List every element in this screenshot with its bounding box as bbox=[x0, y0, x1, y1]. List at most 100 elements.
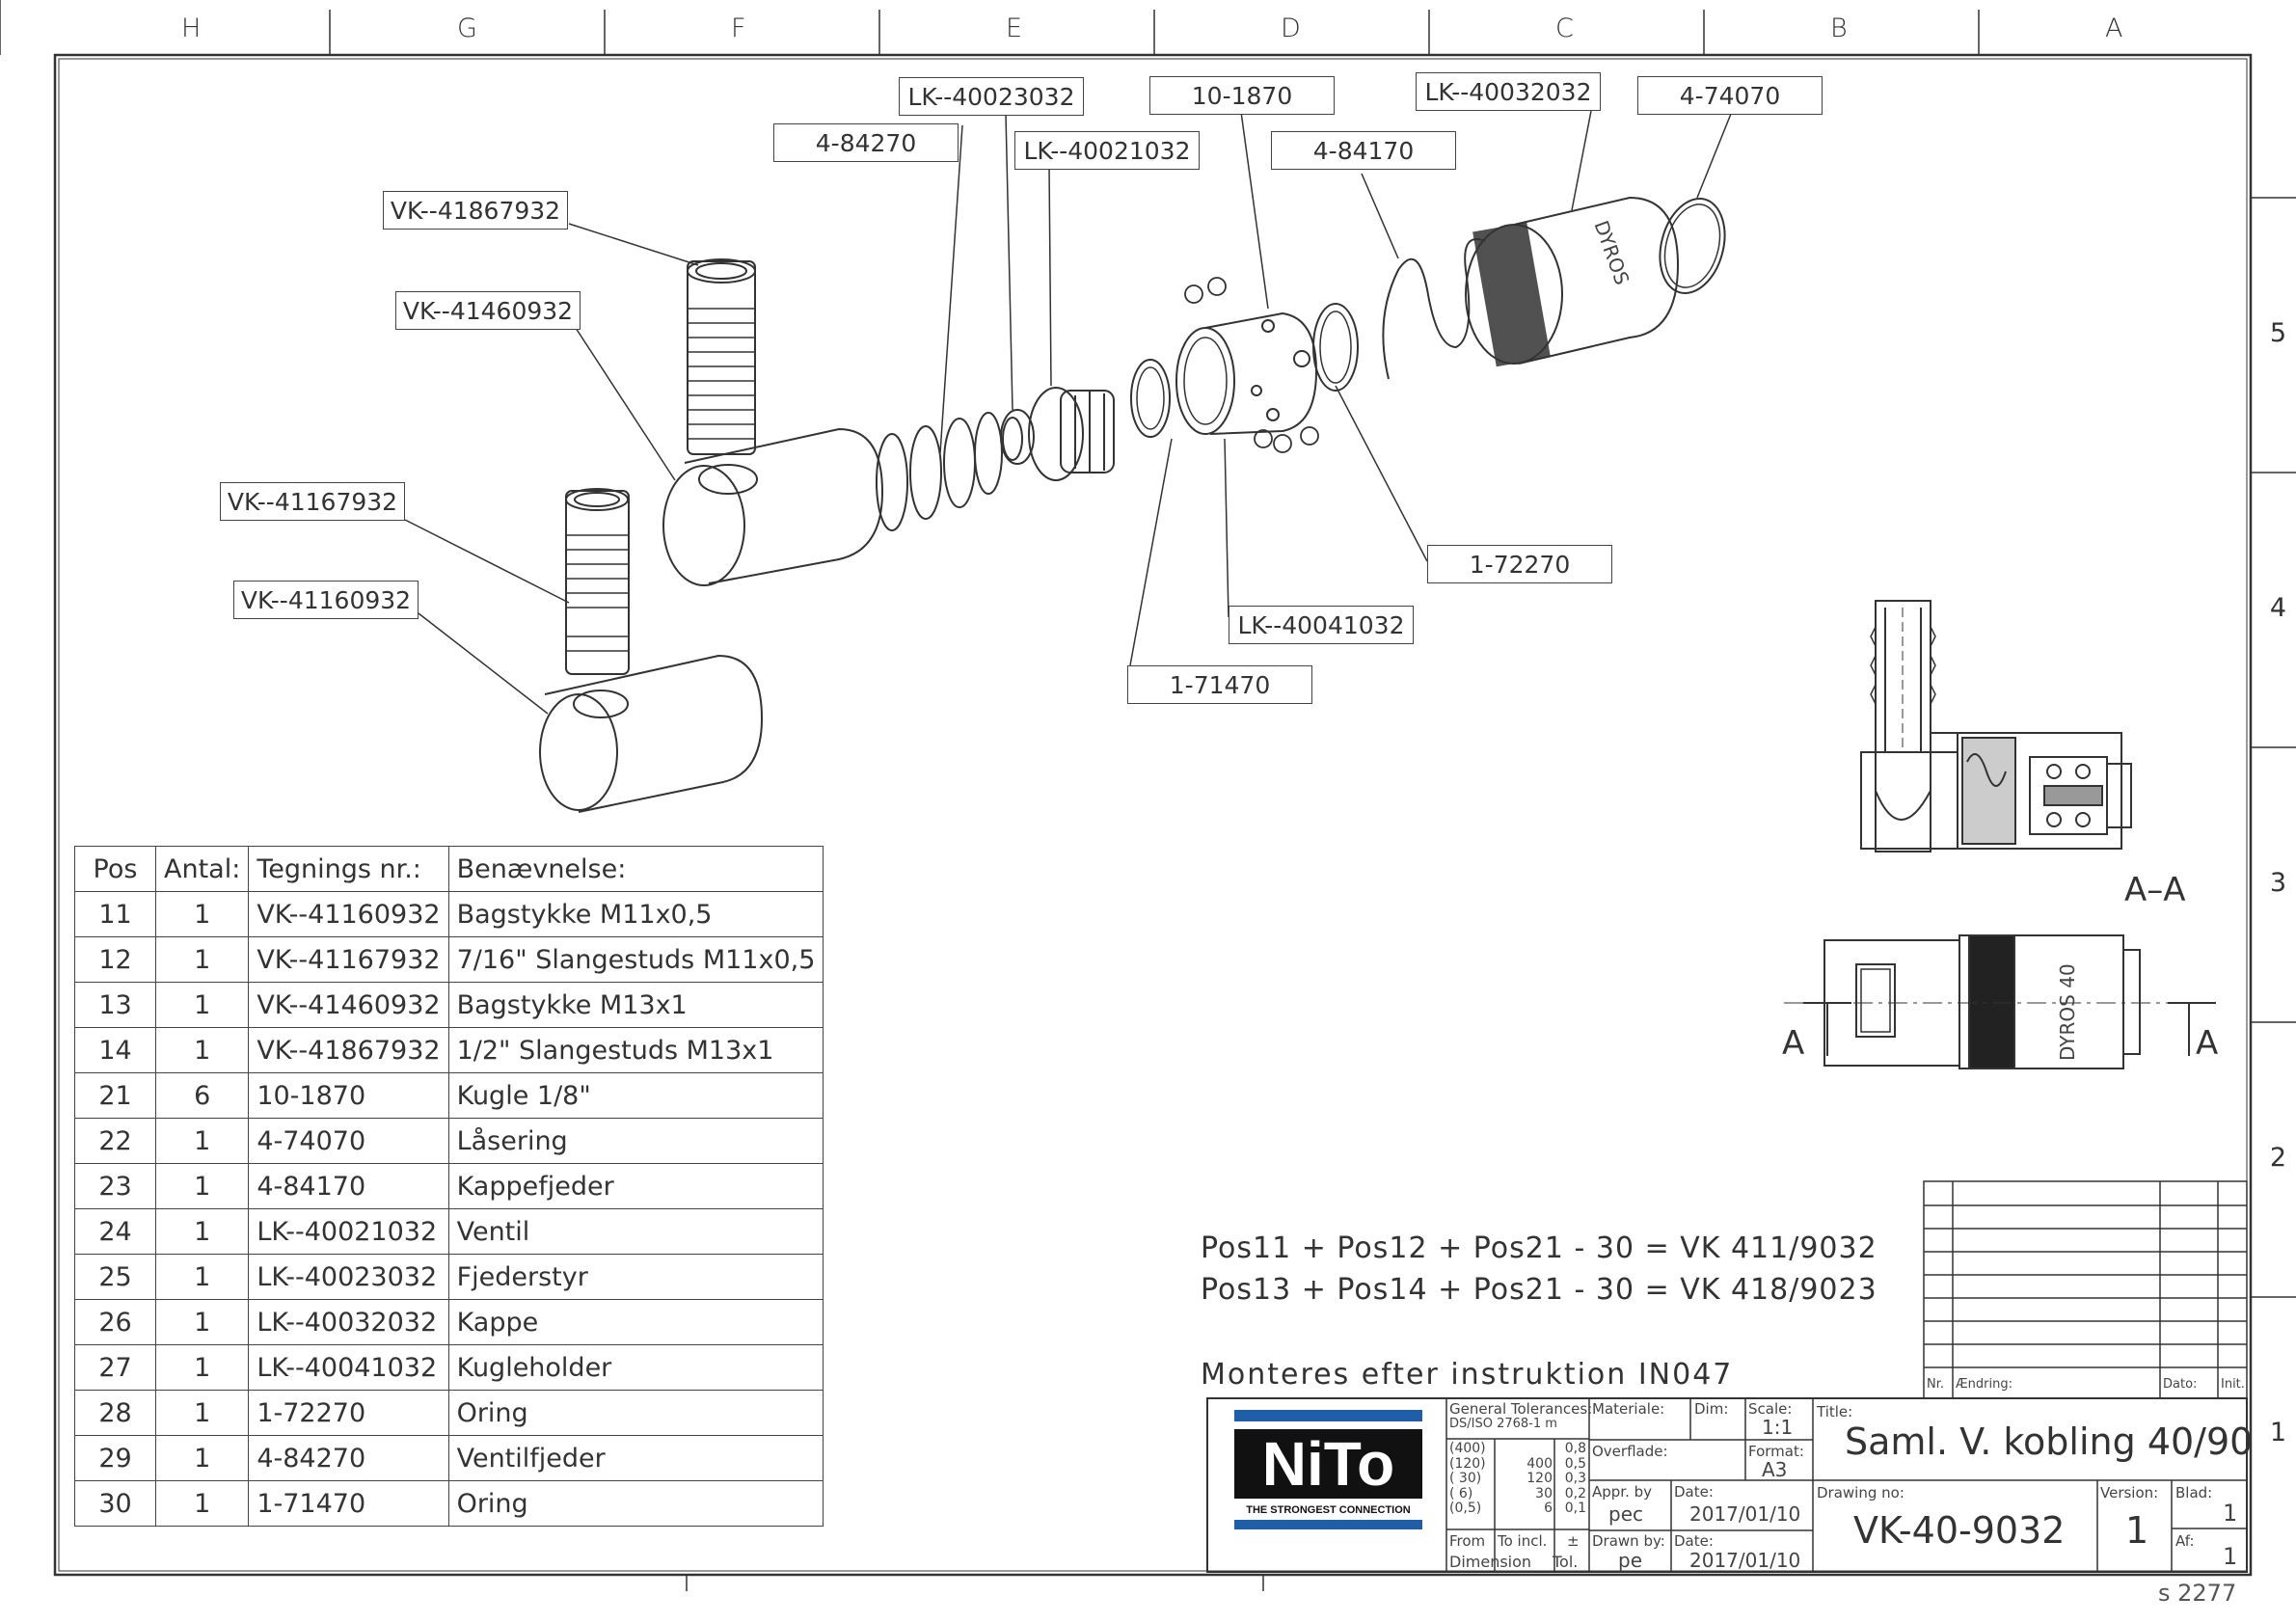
tol-to-label: To incl. bbox=[1498, 1532, 1548, 1550]
cell-antal: 1 bbox=[154, 1299, 250, 1345]
tol-from: (0,5) bbox=[1449, 1501, 1482, 1516]
callout-vk-41167932: VK--41167932 bbox=[220, 482, 405, 521]
cell-description: 1/2" Slangestuds M13x1 bbox=[447, 1027, 824, 1073]
body-large bbox=[662, 427, 884, 586]
zone-a: A bbox=[2105, 14, 2123, 43]
tol-from: (120) bbox=[1449, 1455, 1486, 1472]
instruction-note: Monteres efter instruktion IN047 bbox=[1201, 1358, 1734, 1392]
cell-drawing-no: LK--40021032 bbox=[248, 1208, 449, 1255]
callout-lk-40021032: LK--40021032 bbox=[1014, 131, 1200, 170]
cell-description: Kappefjeder bbox=[447, 1163, 824, 1209]
tol-tol-label: Tol. bbox=[1553, 1553, 1579, 1571]
header-antal: Antal: bbox=[154, 846, 250, 892]
callout-lk-40041032: LK--40041032 bbox=[1229, 606, 1414, 644]
appr-label: Appr. by bbox=[1592, 1483, 1653, 1501]
callout-4-84170: 4-84170 bbox=[1271, 131, 1456, 170]
version-label: Version: bbox=[2100, 1484, 2159, 1501]
tol-to bbox=[1495, 1442, 1553, 1457]
cell-drawing-no: LK--40023032 bbox=[248, 1254, 449, 1300]
row-3: 3 bbox=[2269, 868, 2286, 898]
cell-description: Bagstykke M13x1 bbox=[447, 982, 824, 1028]
sleeve-spring bbox=[1382, 238, 1486, 380]
callout-1-71470: 1-71470 bbox=[1127, 665, 1312, 704]
zone-b: B bbox=[1830, 14, 1848, 43]
side-view bbox=[1784, 934, 2216, 1069]
callout-4-84270: 4-84270 bbox=[773, 123, 959, 162]
cell-drawing-no: VK--41460932 bbox=[248, 982, 449, 1028]
dim-label: Dim: bbox=[1694, 1400, 1729, 1418]
cell-description: Kugleholder bbox=[447, 1344, 824, 1391]
cell-drawing-no: 1-71470 bbox=[248, 1480, 449, 1527]
cell-drawing-no: 4-74070 bbox=[248, 1118, 449, 1164]
sleeve bbox=[1465, 196, 1680, 367]
zone-e: E bbox=[1006, 14, 1023, 43]
ball-holder bbox=[1175, 311, 1318, 435]
row-5: 5 bbox=[2269, 318, 2286, 348]
callout-vk-41160932: VK--41160932 bbox=[233, 581, 419, 619]
format-value: A3 bbox=[1762, 1458, 1788, 1481]
callout-lk-40023032: LK--40023032 bbox=[899, 77, 1084, 116]
tol-to: 120 bbox=[1526, 1471, 1553, 1486]
logo-text: NiTo bbox=[1234, 1429, 1422, 1499]
callout-lk-40032032: LK--40032032 bbox=[1416, 72, 1601, 111]
cell-drawing-no: 10-1870 bbox=[248, 1072, 449, 1119]
tol-to: 6 bbox=[1544, 1501, 1553, 1516]
cell-pos: 25 bbox=[74, 1254, 156, 1300]
parts-list-header: Pos Antal: Tegnings nr.: Benævnelse: bbox=[74, 846, 824, 892]
cell-antal: 1 bbox=[154, 1254, 250, 1300]
cell-drawing-no: VK--41867932 bbox=[248, 1027, 449, 1073]
cell-description: 7/16" Slangestuds M11x0,5 bbox=[447, 936, 824, 983]
cell-drawing-no: 1-72270 bbox=[248, 1390, 449, 1436]
tol-to: 30 bbox=[1535, 1485, 1553, 1501]
cell-description: Oring bbox=[447, 1480, 824, 1527]
rev-date-label: Dato: bbox=[2163, 1377, 2198, 1392]
title-label: Title: bbox=[1817, 1403, 1853, 1420]
tol-to: 400 bbox=[1526, 1455, 1553, 1472]
cell-drawing-no: VK--41167932 bbox=[248, 936, 449, 983]
drawn-date: 2017/01/10 bbox=[1689, 1549, 1801, 1572]
tol-from: (400) bbox=[1449, 1441, 1486, 1456]
tol-label: General Tolerances: bbox=[1449, 1400, 1593, 1418]
logo-tagline: THE STRONGEST CONNECTION bbox=[1246, 1504, 1411, 1516]
cell-antal: 1 bbox=[154, 1435, 250, 1481]
drawn-date-label: Date: bbox=[1674, 1532, 1714, 1550]
cell-description: Ventilfjeder bbox=[447, 1435, 824, 1481]
cell-pos: 28 bbox=[74, 1390, 156, 1436]
cell-pos: 14 bbox=[74, 1027, 156, 1073]
hose-stud-small bbox=[565, 488, 630, 675]
cell-pos: 22 bbox=[74, 1118, 156, 1164]
cell-description: Bagstykke M11x0,5 bbox=[447, 891, 824, 937]
tol-value: 0,8 bbox=[1564, 1441, 1586, 1456]
cut-marker-left: A bbox=[1782, 1024, 1805, 1063]
cell-description: Ventil bbox=[447, 1208, 824, 1255]
hose-stud-large bbox=[687, 258, 756, 455]
body-small bbox=[539, 654, 764, 813]
zone-d: D bbox=[1281, 14, 1301, 43]
rev-change-label: Ændring: bbox=[1956, 1377, 2012, 1392]
row-2: 2 bbox=[2269, 1143, 2286, 1173]
scale-value: 1:1 bbox=[1762, 1416, 1794, 1439]
tol-value: 0,5 bbox=[1564, 1455, 1586, 1472]
cell-description: Kappe bbox=[447, 1299, 824, 1345]
tol-value: 0,2 bbox=[1564, 1485, 1586, 1501]
callout-vk-41460932: VK--41460932 bbox=[395, 291, 581, 330]
callout-4-74070: 4-74070 bbox=[1637, 76, 1823, 115]
section-view-a-a bbox=[1860, 600, 2132, 852]
o-ring-28 bbox=[1312, 303, 1359, 392]
cell-pos: 13 bbox=[74, 982, 156, 1028]
drawing-no-label: Drawing no: bbox=[1817, 1484, 1904, 1501]
side-view-text: DYROS 40 bbox=[2056, 963, 2079, 1061]
